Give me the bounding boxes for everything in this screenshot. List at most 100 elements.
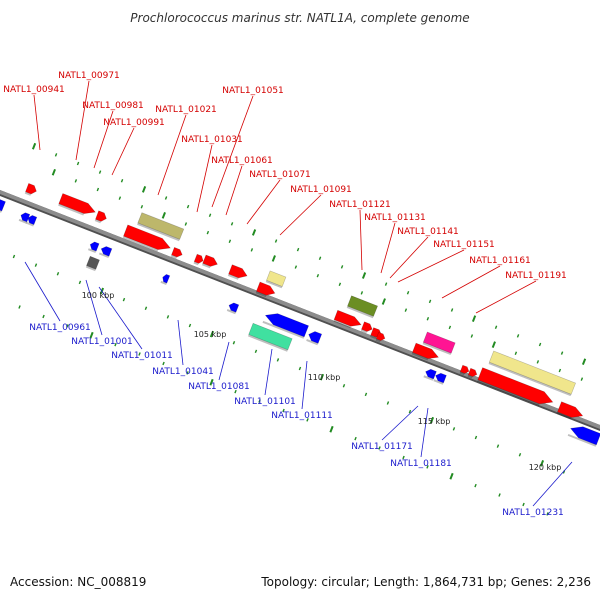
label-bottom-natl1-01081: NATL1_01081 — [188, 382, 250, 392]
tick-mark-inner — [161, 212, 166, 219]
gene-reverse-3-edge — [88, 248, 97, 253]
label-bottom-natl1-01081-leader — [218, 341, 230, 381]
leaders-layer — [24, 80, 573, 507]
gene-reverse-1 — [20, 212, 31, 223]
label-top-natl1-01161-leader — [441, 265, 501, 299]
label-top-natl1-01051: NATL1_01051 — [222, 86, 284, 96]
gene-forward-15 — [375, 331, 386, 341]
label-top-natl1-01141-leader — [389, 236, 429, 279]
label-bottom-natl1-01041-leader — [177, 319, 184, 366]
gene-forward-11-edge — [346, 306, 374, 319]
label-top-natl1-01021: NATL1_01021 — [155, 105, 217, 115]
tick-mark-outer — [274, 239, 278, 243]
tick-mark-inner — [228, 239, 232, 243]
gene-forward-14-edge — [370, 335, 377, 340]
label-top-natl1-01151: NATL1_01151 — [433, 240, 495, 250]
label-top-natl1-01061-leader — [225, 165, 243, 216]
gene-forward-4 — [123, 224, 171, 250]
tick-mark-outer — [54, 153, 58, 157]
gene-forward-8-edge — [227, 274, 239, 280]
genome-axis — [0, 190, 600, 431]
gene-forward-16 — [422, 331, 456, 354]
tick-mark-inner — [74, 179, 78, 183]
kbp-label-1: 105 kbp — [194, 330, 227, 339]
gene-forward-7 — [202, 254, 218, 267]
tick-mark-scale — [89, 331, 94, 339]
tick-mark-scale — [306, 418, 309, 422]
tick-mark-scale — [402, 455, 405, 460]
tick-mark-inner — [206, 230, 210, 235]
kbp-label-0: 100 kbp — [82, 291, 115, 300]
tick-mark-lower — [298, 366, 302, 371]
label-top-natl1-01131: NATL1_01131 — [364, 213, 426, 223]
tick-mark-scale — [282, 408, 285, 413]
tick-mark-outer — [251, 229, 257, 236]
tick-mark-outer — [494, 325, 498, 329]
gene-forward-17 — [412, 342, 439, 359]
gene-reverse-4-edge — [99, 252, 109, 258]
tick-mark-inner — [470, 334, 474, 338]
label-top-natl1-01121-leader — [359, 209, 363, 271]
tick-mark-inner — [316, 273, 320, 278]
gene-reverse-8 — [264, 313, 309, 338]
tick-mark-lower — [34, 263, 38, 267]
tick-mark-lower — [496, 444, 500, 448]
tick-mark-scale — [162, 361, 165, 366]
label-top-natl1-01071: NATL1_01071 — [249, 170, 311, 180]
tick-mark-outer — [120, 178, 124, 183]
tick-mark-scale — [186, 371, 189, 375]
gene-forward-13 — [361, 321, 373, 332]
tick-mark-lower — [166, 315, 170, 319]
axis-bar — [0, 190, 600, 429]
gene-forward-15-edge — [375, 338, 381, 343]
tick-mark-outer — [560, 351, 564, 355]
labels-layer: NATL1_00941NATL1_00971NATL1_00981NATL1_0… — [3, 71, 567, 518]
label-top-natl1-00991: NATL1_00991 — [103, 118, 165, 128]
tick-mark-lower — [254, 349, 258, 354]
tick-mark-lower — [56, 272, 60, 276]
gene-reverse-13 — [570, 426, 600, 446]
gene-forward-11 — [347, 295, 378, 317]
tick-mark-lower — [518, 452, 522, 457]
gene-forward-21-edge — [477, 379, 540, 406]
tick-mark-scale — [18, 305, 21, 309]
tick-mark-scale — [546, 512, 549, 516]
label-bottom-natl1-01231-leader — [532, 461, 573, 507]
tick-mark-scale — [138, 352, 141, 356]
gene-forward-10 — [256, 281, 276, 296]
tick-mark-outer — [186, 204, 190, 209]
tick-mark-outer — [428, 299, 432, 304]
label-top-natl1-00971-leader — [75, 80, 90, 161]
gene-reverse-3 — [89, 241, 100, 252]
tick-mark-inner — [491, 341, 496, 348]
tick-mark-lower — [342, 384, 346, 388]
tick-mark-scale — [258, 399, 261, 403]
label-bottom-natl1-01041: NATL1_01041 — [152, 367, 214, 377]
map-title: Prochlorococcus marinus str. NATL1A, com… — [130, 11, 469, 25]
tick-mark-inner — [250, 248, 254, 252]
label-top-natl1-01191: NATL1_01191 — [505, 271, 567, 281]
gene-forward-1-edge — [58, 203, 85, 216]
tick-mark-inner — [294, 265, 298, 269]
gene-forward-5-edge — [170, 254, 177, 259]
label-bottom-natl1-01111-leader — [301, 360, 308, 410]
tick-mark-lower — [429, 416, 435, 424]
gene-reverse-4 — [100, 246, 113, 257]
tick-mark-outer — [296, 247, 300, 252]
gene-reverse-12-edge — [433, 379, 444, 385]
gene-forward-22 — [557, 401, 584, 418]
ticks-layer — [12, 142, 587, 516]
tick-mark-outer — [384, 282, 388, 286]
gene-forward-20 — [488, 350, 576, 395]
label-top-natl1-01191-leader — [475, 280, 537, 314]
tick-mark-lower — [474, 435, 478, 440]
tick-mark-scale — [522, 502, 525, 507]
gene-forward-20-edge — [488, 362, 572, 397]
tick-mark-inner — [271, 255, 276, 262]
label-top-natl1-00941-leader — [33, 94, 41, 151]
tick-mark-inner — [118, 196, 122, 200]
label-bottom-natl1-01011-leader — [98, 286, 143, 350]
label-top-natl1-01091-leader — [279, 194, 322, 236]
gene-forward-7-edge — [202, 263, 211, 269]
